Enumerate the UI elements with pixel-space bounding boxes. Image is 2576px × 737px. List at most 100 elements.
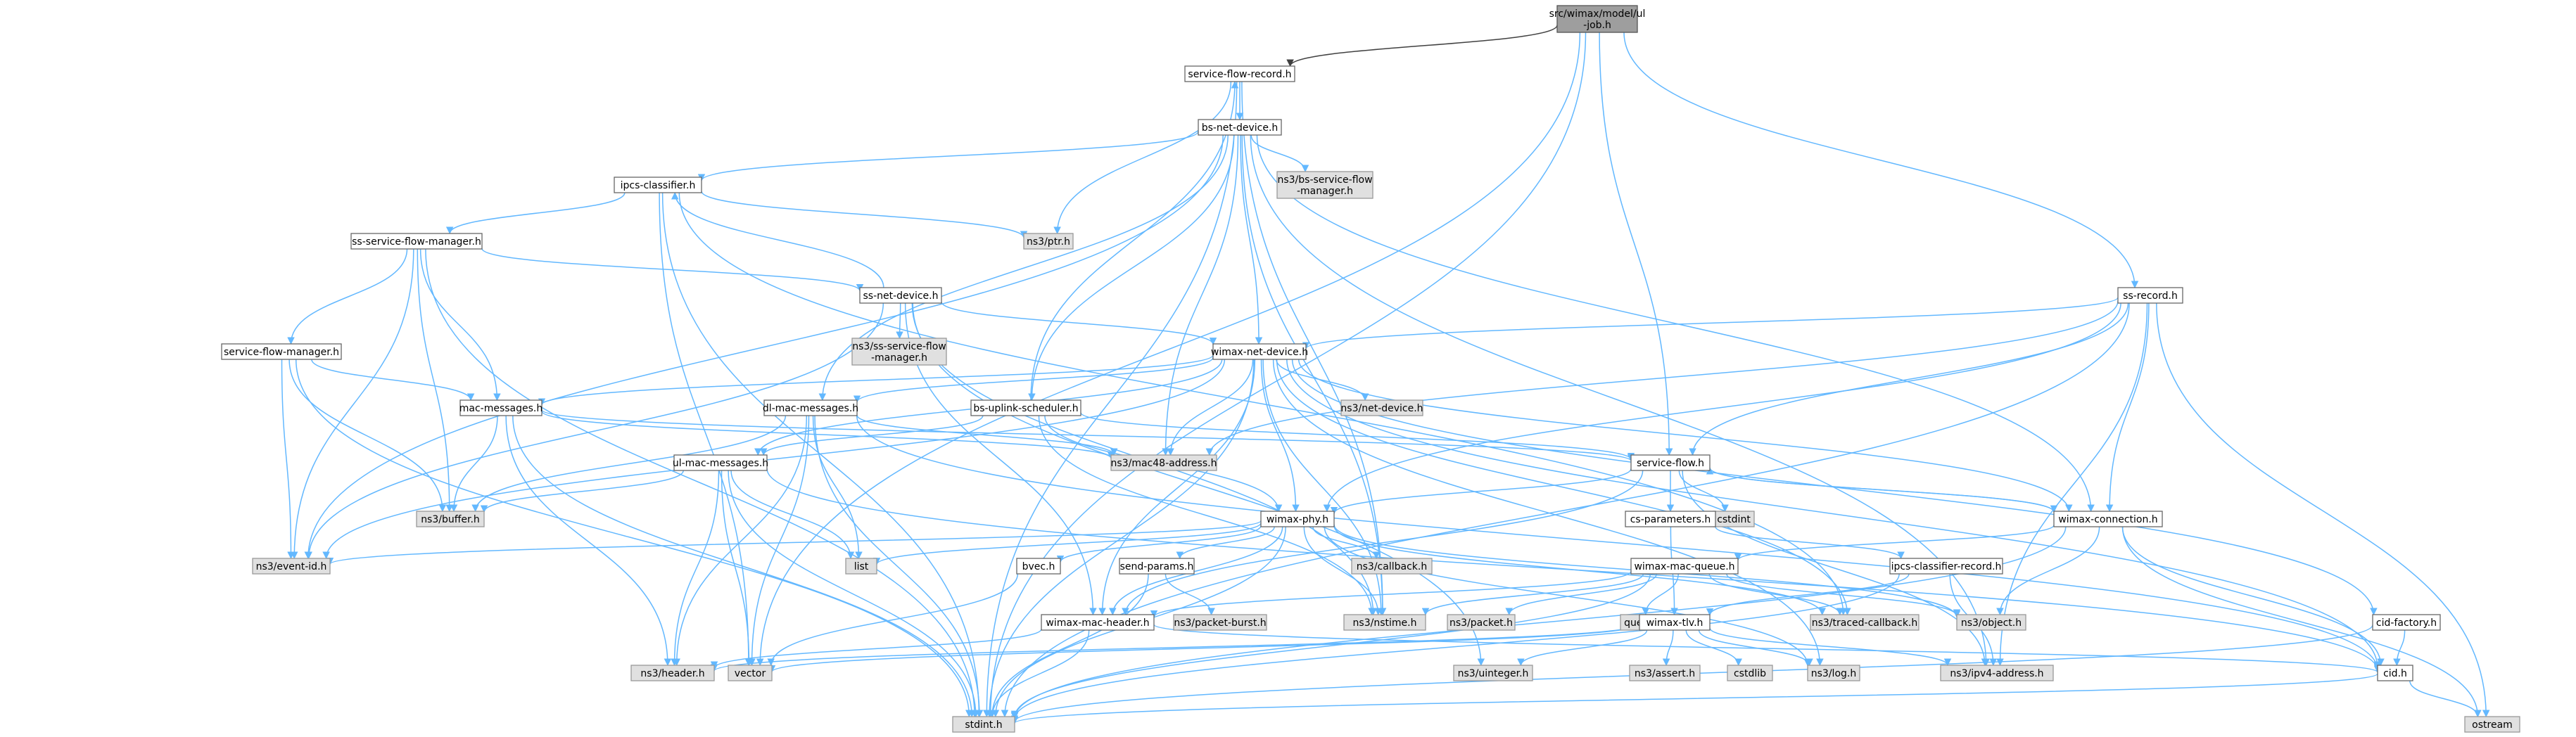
node-wnd[interactable]: wimax-net-device.h [1211,343,1308,360]
node-buffer[interactable]: ns3/buffer.h [416,511,485,527]
edge-wnd-to-wphy [1260,359,1300,513]
node-ptr[interactable]: ns3/ptr.h [1023,233,1074,250]
node-box-uint [1453,665,1533,681]
node-label-ipv4: ns3/ipv4-address.h [1950,668,2043,679]
node-ssnd[interactable]: ss-net-device.h [859,287,942,304]
node-csparam[interactable]: cs-parameters.h [1625,511,1716,527]
edge-bsnd-to-eventid [304,134,1224,560]
node-cstdint[interactable]: cstdint [1713,511,1755,527]
node-bsnd[interactable]: bs-net-device.h [1198,119,1282,136]
node-pburst[interactable]: ns3/packet-burst.h [1173,614,1267,631]
node-bssfm[interactable]: ns3/bs-service-flow-manager.h [1276,171,1373,199]
node-label-nstime: ns3/nstime.h [1353,617,1417,629]
edge-wconn-to-ostream [2121,526,2482,718]
node-macm[interactable]: mac-messages.h [459,399,543,416]
edge-sf-to-cstdint [1678,470,1729,513]
node-label-ulmac: ul-mac-messages.h [673,458,768,469]
node-box-header [630,665,715,681]
node-label-ostream: ostream [2472,719,2513,731]
edge-wmq-to-queue [1642,573,1679,616]
node-ulmac[interactable]: ul-mac-messages.h [673,454,768,471]
node-object[interactable]: ns3/object.h [1956,614,2026,631]
edge-ssnd-to-ns3sssfm [896,302,903,340]
node-ipv4[interactable]: ns3/ipv4-address.h [1940,665,2054,681]
node-vector[interactable]: vector [728,665,773,681]
node-stdint[interactable]: stdint.h [952,716,1015,733]
node-header[interactable]: ns3/header.h [630,665,715,681]
node-sfm[interactable]: service-flow-manager.h [221,343,342,360]
node-wphy[interactable]: wimax-phy.h [1260,511,1335,527]
node-sssfm[interactable]: ss-service-flow-manager.h [350,233,483,250]
node-bvec[interactable]: bvec.h [1016,558,1061,575]
edge-ssrec-to-ostream [2156,302,2490,718]
node-list[interactable]: list [845,558,877,575]
edge-wphy-to-list [873,523,1262,565]
node-assert[interactable]: ns3/assert.h [1629,665,1701,681]
node-box-cid [2377,665,2413,681]
node-eventid[interactable]: ns3/event-id.h [252,558,331,575]
edge-wconn-to-sf [1706,467,2055,513]
node-cid[interactable]: cid.h [2377,665,2413,681]
edge-wtlv-to-log [1698,629,1813,667]
node-callback[interactable]: ns3/callback.h [1351,558,1433,575]
node-box-traced [1810,614,1920,631]
node-root[interactable]: src/wimax/model/ul-job.h [1549,5,1646,33]
node-traced[interactable]: ns3/traced-callback.h [1810,614,1920,631]
node-sendp[interactable]: send-params.h [1119,558,1195,575]
node-mac48[interactable]: ns3/mac48-address.h [1110,454,1217,471]
node-label-csparam: cs-parameters.h [1630,514,1711,525]
node-nstime[interactable]: ns3/nstime.h [1343,614,1426,631]
node-ipcsrec[interactable]: ipcs-classifier-record.h [1889,558,2003,575]
edge-bsnd-to-bsup [1028,134,1235,402]
node-cstdlib[interactable]: cstdlib [1727,665,1773,681]
node-wconn[interactable]: wimax-connection.h [2053,511,2163,527]
node-label-sendp: send-params.h [1120,561,1194,572]
edge-dlmac-to-mac48 [856,414,1118,456]
edge-sssfm-to-ssnd [481,248,864,292]
node-label-ssrec: ss-record.h [2123,290,2178,302]
node-box-packet [1447,614,1516,631]
node-label-bssfm: ns3/bs-service-flow [1277,174,1372,186]
node-label-bvec: bvec.h [1022,561,1055,572]
edge-wnd-to-traced [1276,359,1851,616]
node-label-bsnd: bs-net-device.h [1202,122,1279,134]
edge-wphy-to-callback [1312,526,1381,560]
edge-wnd-to-mac48 [1167,359,1254,456]
node-wmq[interactable]: wimax-mac-queue.h [1630,558,1739,575]
node-label-sf: service-flow.h [1637,458,1704,469]
edge-sfr-to-stdint [983,81,1238,718]
node-log[interactable]: ns3/log.h [1807,665,1860,681]
node-label-buffer: ns3/buffer.h [421,514,480,525]
node-layer: src/wimax/model/ul-job.h service-flow-rec… [221,5,2520,733]
node-bsup[interactable]: bs-uplink-scheduler.h [970,399,1081,416]
node-ns3sssfm[interactable]: ns3/ss-service-flow-manager.h [851,338,947,366]
node-box-bssfm [1276,171,1373,199]
node-wtlv[interactable]: wimax-tlv.h [1639,614,1711,631]
node-ipcs[interactable]: ipcs-classifier.h [614,177,702,193]
edge-ulmac-to-vector [721,470,753,667]
edge-root-to-sf [1599,32,1673,456]
node-dlmac[interactable]: dl-mac-messages.h [763,399,858,416]
node-ssrec[interactable]: ss-record.h [2117,287,2183,304]
edge-ssnd-to-ipcs [671,191,884,288]
node-packet[interactable]: ns3/packet.h [1447,614,1516,631]
node-label-wphy: wimax-phy.h [1267,514,1328,525]
edge-dlmac-to-header [673,415,808,667]
node-wmh[interactable]: wimax-mac-header.h [1041,614,1155,631]
node-ostream[interactable]: ostream [2464,716,2520,733]
edge-ssrec-to-wphy [1323,302,2121,513]
node-cidf[interactable]: cid-factory.h [2372,614,2441,631]
edge-sssfm-to-macm [419,248,501,402]
node-sf[interactable]: service-flow.h [1630,454,1711,471]
edge-csparam-to-ipcsrec [1715,526,1905,560]
node-netdev[interactable]: ns3/net-device.h [1340,399,1423,416]
node-uint[interactable]: ns3/uinteger.h [1453,665,1533,681]
node-box-wnd [1212,343,1307,360]
node-label-stdint: stdint.h [965,719,1002,731]
edge-ssrec-to-sf [1689,302,2129,456]
edge-root-to-ssrec [1623,32,2139,289]
edge-bsnd-to-mac48 [1162,134,1239,456]
node-box-ostream [2464,716,2520,733]
node-sfr[interactable]: service-flow-record.h [1184,65,1295,82]
